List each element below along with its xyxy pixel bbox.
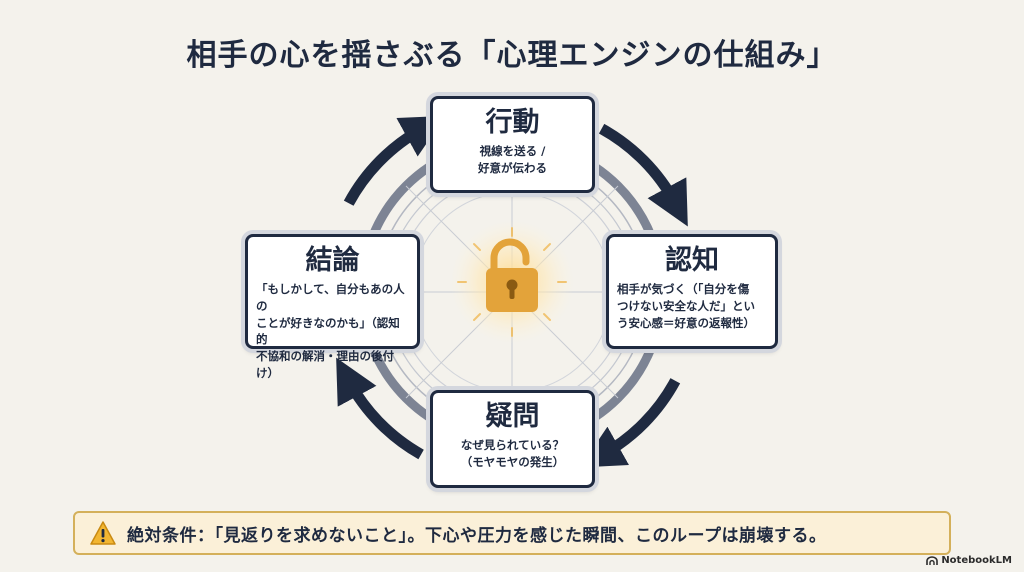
- node-doubt-text: なぜ見られている？ （モヤモヤの発生）: [460, 438, 565, 470]
- arrow-action-to-cognition: [598, 123, 688, 227]
- node-cognition-heading: 認知: [665, 245, 719, 276]
- cycle-arrows: [336, 115, 688, 468]
- brand-label: NotebookLM: [941, 555, 1012, 566]
- brand-watermark: NotebookLM: [926, 555, 1012, 566]
- node-doubt: 疑問 なぜ見られている？ （モヤモヤの発生）: [430, 390, 595, 488]
- warning-text: 絶対条件：「見返りを求めないこと」。下心や圧力を感じた瞬間、このループは崩壊する…: [127, 525, 827, 546]
- node-conclusion: 結論 「もしかして、自分もあの人の ことが好きなのかも」（認知的 不協和の解消・…: [245, 234, 420, 380]
- node-doubt-heading: 疑問: [485, 401, 540, 432]
- node-cognition: 認知 相手が気づく（「自分を傷 つけない安全な人だ」とい う安心感＝好意の返報性…: [606, 234, 778, 349]
- notebooklm-logo-icon: [926, 555, 939, 565]
- arrow-doubt-to-conclusion: [336, 357, 424, 460]
- page-title: 相手の心を揺さぶる「心理エンジンの仕組み」: [186, 38, 838, 73]
- node-conclusion-heading: 結論: [305, 245, 360, 276]
- node-action-heading: 行動: [485, 107, 540, 138]
- node-action-text: 視線を送る / 好意が伝わる: [478, 144, 547, 176]
- arrow-cognition-to-doubt: [579, 378, 681, 468]
- node-conclusion-text: 「もしかして、自分もあの人の ことが好きなのかも」（認知的 不協和の解消・理由の…: [256, 282, 405, 380]
- node-action: 行動 視線を送る / 好意が伝わる: [430, 96, 595, 193]
- warning-triangle-icon: [90, 521, 116, 545]
- node-cognition-text: 相手が気づく（「自分を傷 つけない安全な人だ」とい う安心感＝好意の返報性）: [617, 282, 755, 330]
- arrow-conclusion-to-action: [343, 115, 446, 206]
- warning-banner: 絶対条件：「見返りを求めないこと」。下心や圧力を感じた瞬間、このループは崩壊する…: [73, 511, 951, 555]
- center-lock: [450, 220, 574, 344]
- unlocked-padlock-icon: [486, 238, 538, 312]
